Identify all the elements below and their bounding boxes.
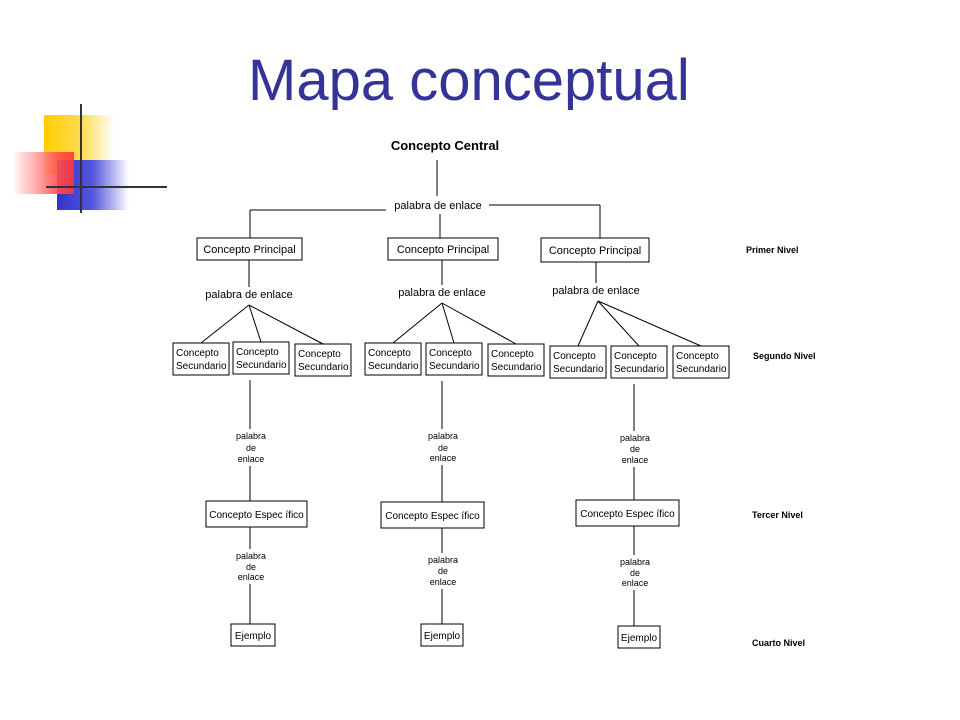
- specific-concept-box: [205, 500, 308, 528]
- secondary-concept-label: Concepto: [298, 349, 341, 360]
- specific-concept-box: [380, 501, 485, 529]
- secondary-concept-label: Secundario: [553, 364, 604, 375]
- connector-line: [597, 300, 702, 347]
- secondary-concept-box: [294, 343, 352, 377]
- linking-word-label: enlace: [622, 455, 649, 465]
- secondary-concept-label: Secundario: [429, 361, 480, 372]
- linking-word-label: de: [246, 562, 256, 572]
- linking-word-label: palabra: [620, 433, 650, 443]
- principal-concept-label: Concepto Principal: [397, 244, 489, 256]
- level-label: Segundo Nivel: [753, 351, 816, 361]
- linking-word-label: palabra de enlace: [205, 289, 292, 301]
- secondary-concept-box: [172, 342, 230, 376]
- example-box: [420, 623, 464, 647]
- linking-word-label: palabra: [236, 431, 266, 441]
- slide-title: Mapa conceptual: [248, 52, 690, 110]
- secondary-concept-label: Concepto: [368, 348, 411, 359]
- secondary-concept-box: [425, 342, 483, 376]
- central-concept-label: Concepto Central: [391, 138, 499, 153]
- principal-concept-box: [387, 237, 499, 261]
- linking-word-label: de: [630, 444, 640, 454]
- connector-line: [597, 300, 640, 347]
- secondary-concept-label: Concepto: [236, 347, 279, 358]
- connector-line: [392, 302, 443, 344]
- example-box: [617, 625, 661, 649]
- secondary-concept-box: [672, 345, 730, 379]
- secondary-concept-box: [487, 343, 545, 377]
- linking-word-label: enlace: [622, 578, 649, 588]
- linking-word-label: enlace: [430, 453, 457, 463]
- secondary-concept-label: Secundario: [614, 364, 665, 375]
- connector-line: [441, 302, 517, 345]
- linking-word-label: enlace: [238, 454, 265, 464]
- secondary-concept-label: Concepto: [429, 348, 472, 359]
- example-label: Ejemplo: [424, 631, 461, 642]
- example-box: [230, 623, 276, 647]
- level-label: Cuarto Nivel: [752, 638, 805, 648]
- linking-word-label: de: [438, 443, 448, 453]
- linking-word-label: palabra de enlace: [398, 287, 485, 299]
- specific-concept-box: [575, 499, 680, 527]
- connector-line: [200, 304, 250, 344]
- linking-word-label: enlace: [430, 577, 457, 587]
- connector-line: [248, 304, 262, 343]
- specific-concept-label: Concepto Espec ífico: [209, 510, 304, 521]
- linking-word-label: de: [246, 443, 256, 453]
- secondary-concept-label: Concepto: [553, 351, 596, 362]
- decorative-squares: [12, 104, 167, 213]
- principal-concept-box: [540, 237, 650, 263]
- secondary-concept-label: Secundario: [676, 364, 727, 375]
- principal-concept-label: Concepto Principal: [549, 245, 641, 257]
- secondary-concept-label: Secundario: [491, 362, 542, 373]
- linking-word-label: palabra: [428, 555, 458, 565]
- example-label: Ejemplo: [235, 631, 272, 642]
- linking-word-label: palabra: [620, 557, 650, 567]
- linking-word-label: palabra de enlace: [552, 285, 639, 297]
- level-label: Primer Nivel: [746, 245, 799, 255]
- linking-word-label: palabra: [428, 431, 458, 441]
- level-label: Tercer Nivel: [752, 510, 803, 520]
- secondary-concept-box: [232, 341, 290, 375]
- secondary-concept-label: Concepto: [491, 349, 534, 360]
- principal-concept-label: Concepto Principal: [203, 244, 295, 256]
- secondary-concept-box: [610, 345, 668, 379]
- secondary-concept-label: Concepto: [176, 348, 219, 359]
- example-label: Ejemplo: [621, 633, 658, 644]
- secondary-concept-label: Secundario: [176, 361, 227, 372]
- link-top-label: palabra de enlace: [394, 200, 481, 212]
- secondary-concept-label: Concepto: [676, 351, 719, 362]
- connector-line: [248, 304, 324, 345]
- connector-line: [441, 302, 455, 344]
- specific-concept-label: Concepto Espec ífico: [580, 509, 675, 520]
- linking-word-label: palabra: [236, 551, 266, 561]
- secondary-concept-label: Secundario: [368, 361, 419, 372]
- linking-word-label: de: [630, 568, 640, 578]
- specific-concept-label: Concepto Espec ífico: [385, 511, 480, 522]
- connector-line: [577, 300, 599, 347]
- secondary-concept-box: [549, 345, 607, 379]
- linking-word-label: de: [438, 566, 448, 576]
- secondary-concept-box: [364, 342, 422, 376]
- secondary-concept-label: Concepto: [614, 351, 657, 362]
- secondary-concept-label: Secundario: [236, 360, 287, 371]
- linking-word-label: enlace: [238, 572, 265, 582]
- secondary-concept-label: Secundario: [298, 362, 349, 373]
